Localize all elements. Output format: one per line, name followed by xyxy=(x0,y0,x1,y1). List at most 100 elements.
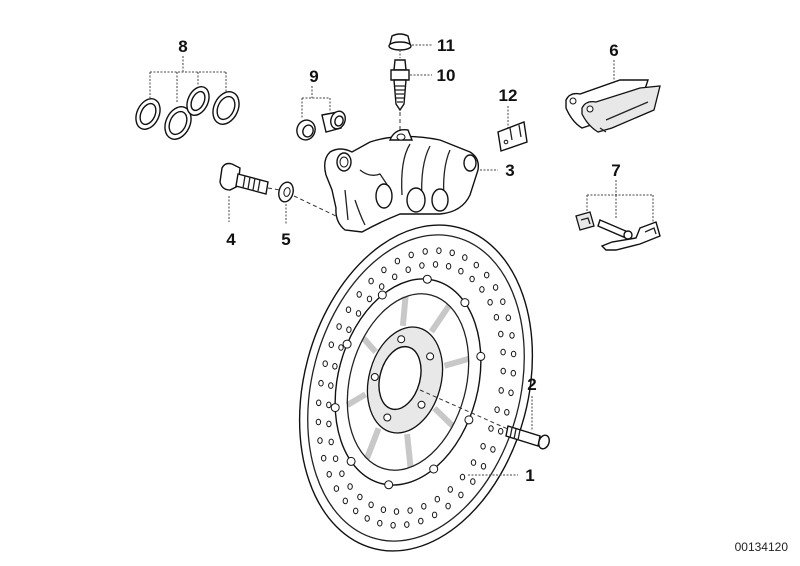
drill-hole xyxy=(380,506,387,514)
drill-hole xyxy=(480,443,486,450)
callout-4[interactable]: 4 xyxy=(226,230,236,249)
spoke xyxy=(428,303,452,334)
drill-hole xyxy=(328,382,334,389)
drill-hole xyxy=(432,261,439,268)
rivet xyxy=(464,415,474,425)
rivet xyxy=(476,351,486,361)
spoke xyxy=(404,433,414,468)
drill-hole xyxy=(326,420,332,428)
drill-hole xyxy=(326,471,332,478)
rivet xyxy=(346,456,356,466)
callout-5[interactable]: 5 xyxy=(281,230,290,249)
rivet xyxy=(422,274,432,284)
drill-hole xyxy=(434,495,440,503)
callout-3[interactable]: 3 xyxy=(505,161,514,180)
callout-2[interactable]: 2 xyxy=(527,375,536,394)
drill-hole xyxy=(408,251,414,259)
bleed-screw[interactable] xyxy=(390,50,432,135)
drill-hole xyxy=(488,425,494,432)
rivet xyxy=(460,298,470,308)
drill-hole xyxy=(392,273,398,281)
drill-hole xyxy=(492,284,499,291)
dust-cap[interactable] xyxy=(388,33,432,51)
drill-hole xyxy=(338,344,344,351)
drill-hole xyxy=(404,521,410,528)
drill-hole xyxy=(339,470,345,478)
drill-hole xyxy=(405,266,411,274)
drill-hole xyxy=(390,522,396,529)
callout-7[interactable]: 7 xyxy=(611,161,620,180)
pad-retaining-kit[interactable] xyxy=(575,180,661,251)
drill-hole xyxy=(357,493,363,501)
drill-hole xyxy=(326,401,332,409)
disc-bolt[interactable] xyxy=(419,389,551,450)
callout-8[interactable]: 8 xyxy=(178,37,187,56)
callout-6[interactable]: 6 xyxy=(609,41,618,60)
drill-hole xyxy=(364,515,370,522)
drill-hole xyxy=(473,261,479,269)
drill-hole xyxy=(346,326,352,334)
drill-hole xyxy=(487,299,493,306)
drill-hole xyxy=(328,438,334,446)
drill-hole xyxy=(368,501,374,509)
drill-hole xyxy=(445,502,451,510)
drill-hole xyxy=(500,298,506,306)
brake-caliper[interactable] xyxy=(323,129,498,233)
drill-hole xyxy=(504,409,510,416)
drill-hole xyxy=(377,519,383,527)
drill-hole xyxy=(336,323,342,330)
callout-10[interactable]: 10 xyxy=(437,66,456,85)
drill-hole xyxy=(458,267,464,275)
drill-hole xyxy=(347,483,353,490)
drill-hole xyxy=(368,277,374,285)
drill-hole xyxy=(498,387,504,394)
rivet xyxy=(377,290,387,300)
drill-hole xyxy=(317,437,323,444)
spoke xyxy=(432,405,455,429)
drill-hole xyxy=(321,454,327,462)
drill-hole xyxy=(355,310,362,317)
washer[interactable] xyxy=(267,181,337,225)
callout-9[interactable]: 9 xyxy=(309,67,318,86)
document-id: 00134120 xyxy=(734,540,788,554)
drill-hole xyxy=(470,459,477,466)
spoke xyxy=(364,427,382,460)
drill-hole xyxy=(508,389,514,397)
drill-hole xyxy=(322,360,328,368)
brake-pads[interactable] xyxy=(565,60,661,133)
drill-hole xyxy=(498,330,504,338)
drill-hole xyxy=(458,491,464,499)
drill-hole xyxy=(381,266,387,274)
drill-hole xyxy=(449,249,455,257)
drill-hole xyxy=(459,473,466,481)
drill-hole xyxy=(332,363,338,370)
callout-1[interactable]: 1 xyxy=(525,466,534,485)
rivet xyxy=(384,480,394,490)
drill-hole xyxy=(356,291,362,298)
drill-hole xyxy=(500,348,506,356)
hub-bolt-hole xyxy=(397,335,406,344)
drill-hole xyxy=(328,341,334,349)
drill-hole xyxy=(353,507,359,515)
drill-hole xyxy=(379,283,385,290)
drill-hole xyxy=(447,486,453,493)
drill-hole xyxy=(407,507,413,514)
rivet xyxy=(429,464,439,474)
drill-hole xyxy=(462,254,468,261)
callout-12[interactable]: 12 xyxy=(499,86,518,105)
drill-hole xyxy=(480,463,487,470)
caliper-bolt[interactable] xyxy=(219,162,269,223)
drill-hole xyxy=(316,399,322,407)
drill-hole xyxy=(494,406,500,414)
bushings[interactable] xyxy=(294,86,348,142)
drill-hole xyxy=(510,369,516,377)
seal-rings[interactable] xyxy=(131,56,244,143)
callout-11[interactable]: 11 xyxy=(437,36,455,55)
spring-plate[interactable] xyxy=(497,106,528,152)
drill-hole xyxy=(332,455,339,463)
drill-hole xyxy=(493,314,500,321)
brake-disc[interactable] xyxy=(265,199,567,566)
drill-hole xyxy=(393,508,400,515)
hub-bolt-hole xyxy=(383,413,392,422)
